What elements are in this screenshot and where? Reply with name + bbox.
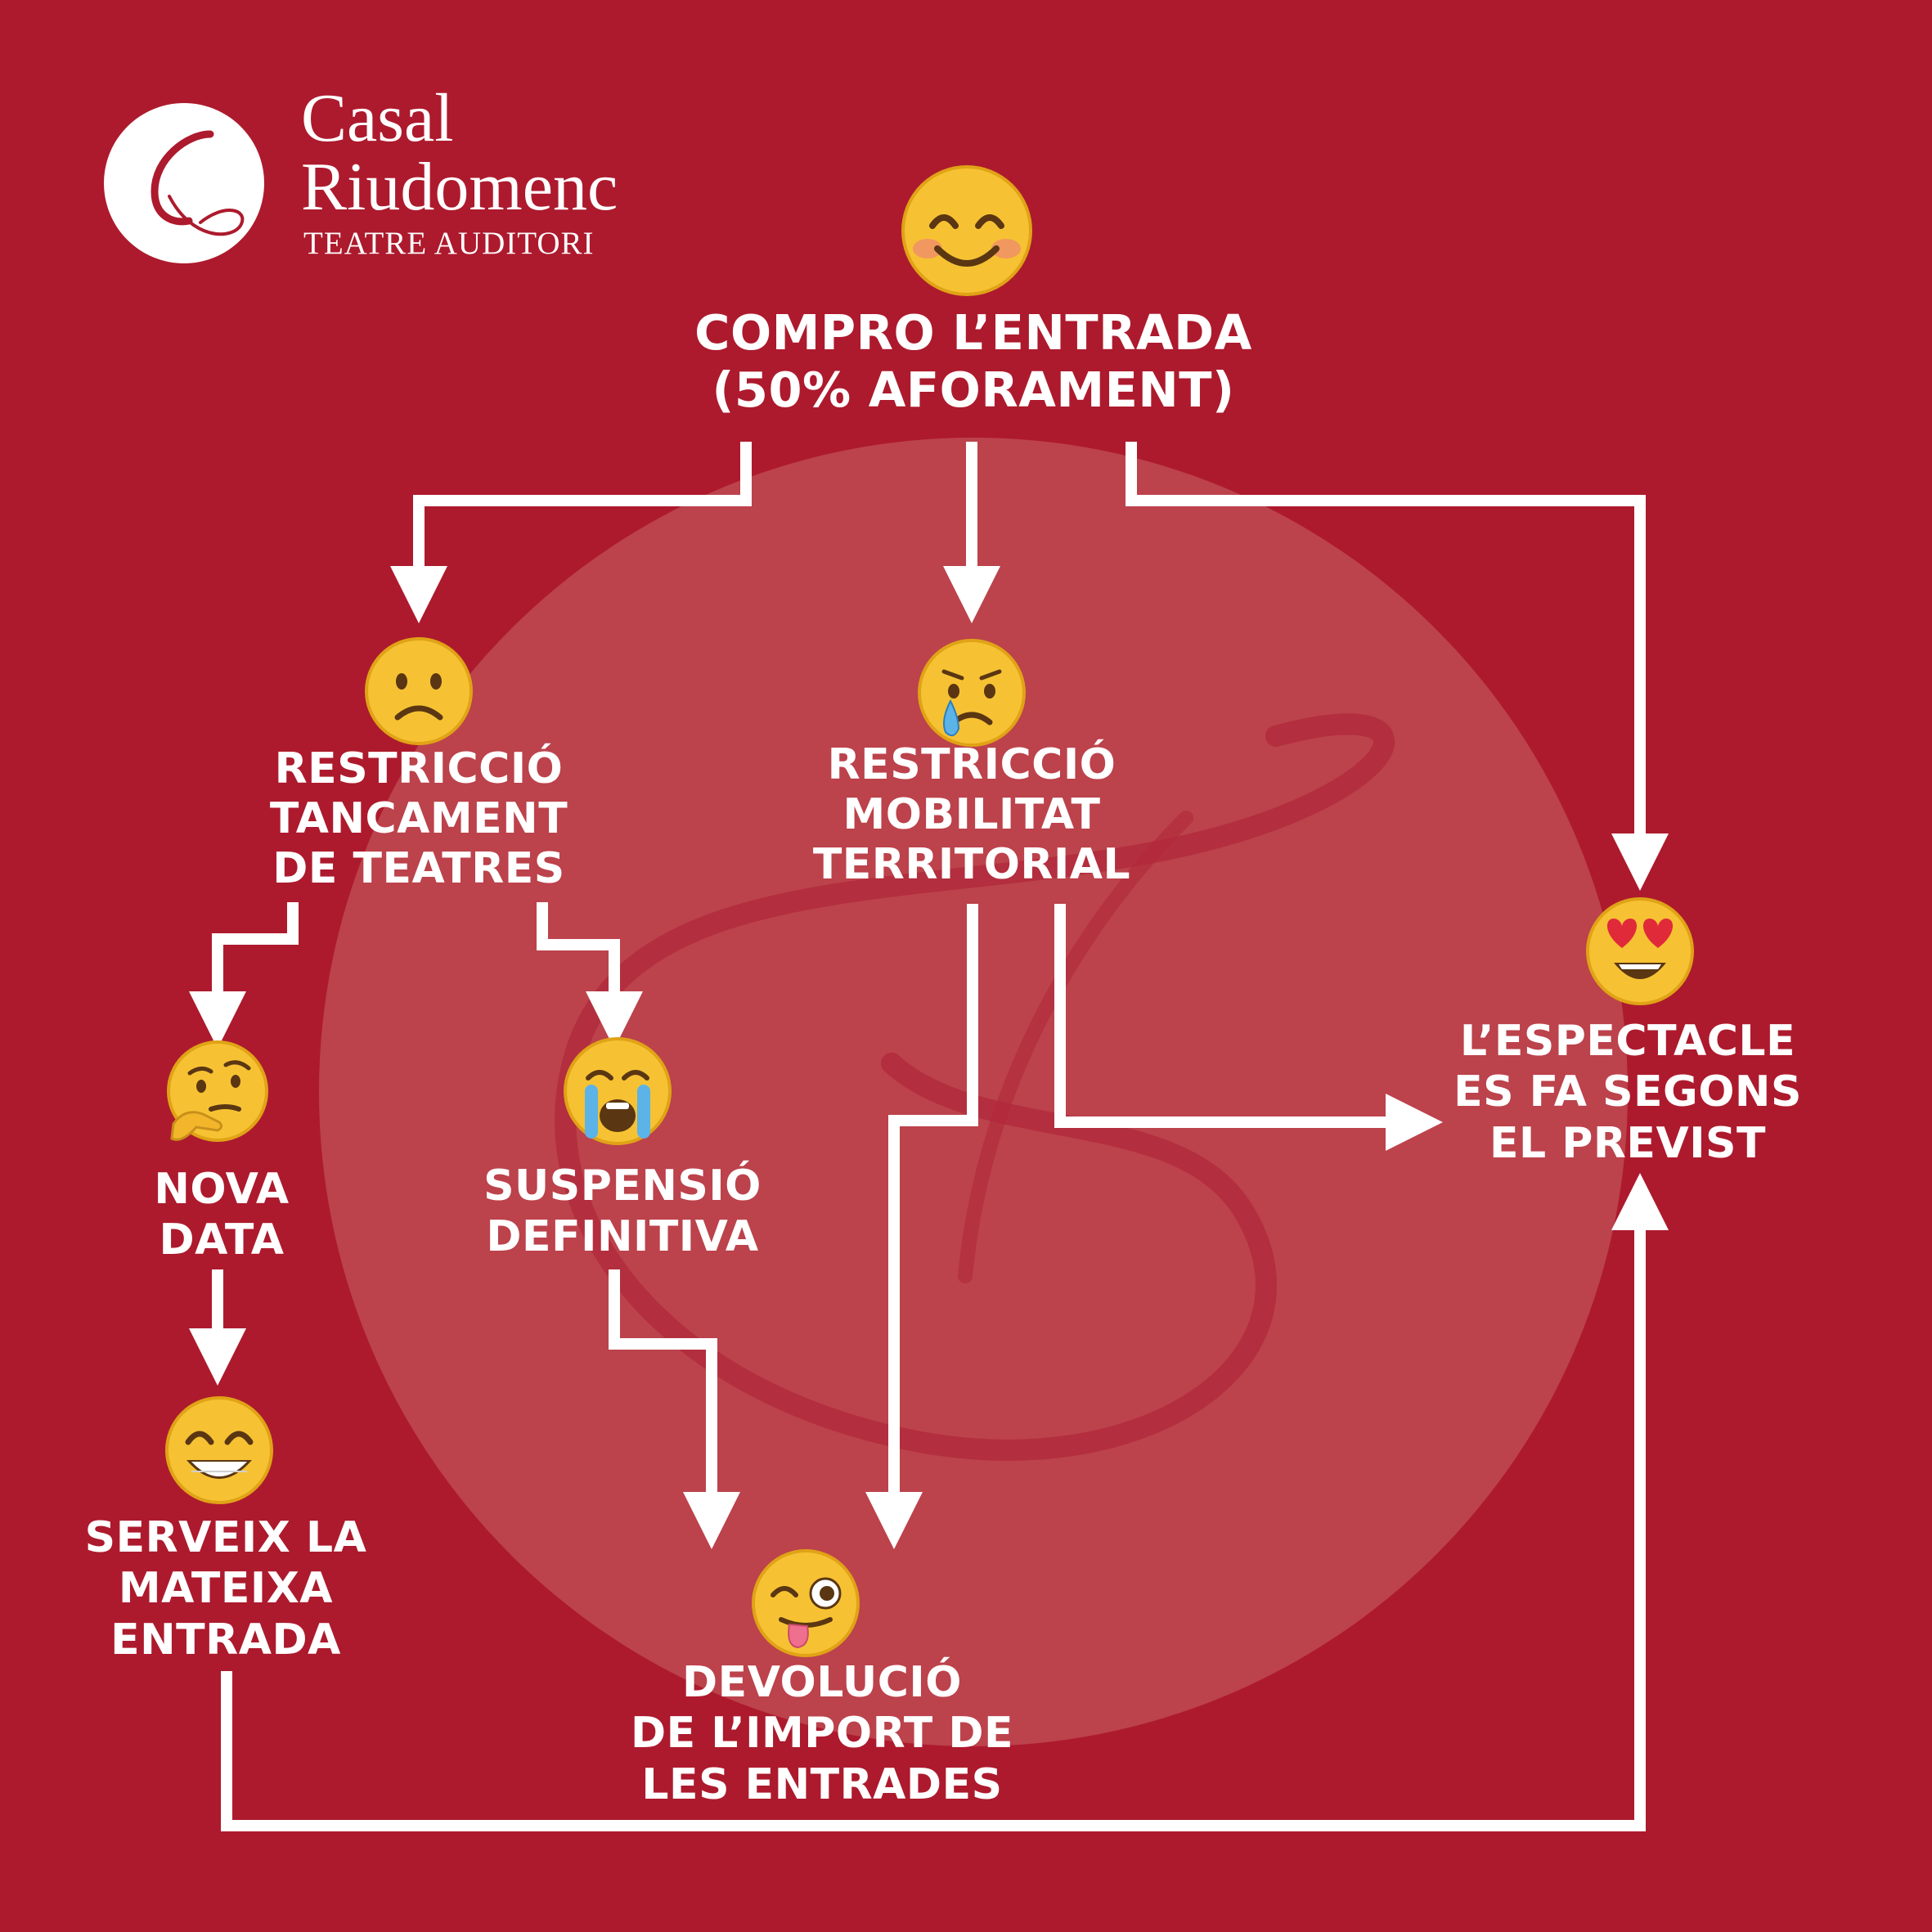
node-same-ticket-line-1: SERVEIX LA [84,1513,367,1562]
node-as-planned-line-2: ES FA SEGONS [1453,1067,1802,1117]
node-closure-line-3: DE TEATRES [272,843,565,893]
node-same-ticket-line-2: MATEIXA [118,1564,334,1614]
node-suspension-line-1: SUSPENSIÓ [483,1161,762,1211]
node-refund-line-1: DEVOLUCIÓ [682,1658,962,1707]
node-start-line-1: COMPRO L’ENTRADA [694,304,1252,361]
grinning-face-icon [165,1396,273,1504]
frowning-face-icon [365,637,473,745]
arrow-same-ticket-to-as-planned [221,1173,1669,1831]
watermark-swash [555,713,1395,1461]
node-start-label: COMPRO L’ENTRADA (50% AFORAMENT) [638,304,1309,418]
node-as-planned-line-1: L’ESPECTACLE [1459,1017,1796,1066]
logo-subtitle: TEATRE AUDITORI [303,226,595,261]
node-closure-line-2: TANCAMENT [269,793,568,843]
node-refund-line-3: LES ENTRADES [641,1759,1003,1809]
node-new-date-label: NOVA DATA [103,1164,340,1266]
node-mobility-label: RESTRICCIÓ MOBILITAT TERRITORIAL [784,740,1160,889]
arrow-closure-to-new-date [189,902,299,1049]
smiling-blushing-face-icon [901,165,1032,296]
node-closure-label: RESTRICCIÓ TANCAMENT DE TEATRES [231,744,607,893]
arrow-start-to-closure [390,442,752,623]
logo-emblem: C [104,103,264,263]
arrow-mobility-to-as-planned [1054,904,1443,1151]
arrow-mobility-to-refund [865,904,978,1549]
node-mobility-line-1: RESTRICCIÓ [827,740,1117,789]
node-refund-line-2: DE L’IMPORT DE [630,1709,1014,1759]
node-mobility-line-2: MOBILITAT [842,789,1101,839]
node-mobility-line-3: TERRITORIAL [812,839,1131,889]
node-same-ticket-label: SERVEIX LA MATEIXA ENTRADA [64,1512,388,1665]
node-closure-line-1: RESTRICCIÓ [274,744,564,793]
loudly-crying-face-icon [564,1037,672,1145]
arrow-closure-to-suspension [537,902,643,1049]
heart-eyes-face-icon [1586,897,1694,1005]
watermark-swash-2 [958,811,1193,1283]
node-refund-label: DEVOLUCIÓ DE L’IMPORT DE LES ENTRADES [605,1657,1039,1810]
winking-tongue-face-icon [752,1549,860,1657]
crying-face-icon [918,639,1026,747]
thinking-face-icon [167,1040,268,1142]
arrow-suspension-to-refund [609,1269,740,1549]
node-as-planned-label: L’ESPECTACLE ES FA SEGONS EL PREVIST [1440,1016,1816,1169]
node-suspension-line-2: DEFINITIVA [486,1212,759,1262]
node-same-ticket-line-3: ENTRADA [110,1615,341,1665]
logo-name-line1: Casal [301,80,454,156]
node-suspension-label: SUSPENSIÓ DEFINITIVA [479,1161,766,1263]
logo-name-line2: Riudomenc [301,149,618,225]
node-new-date-line-2: DATA [159,1215,285,1265]
node-new-date-line-1: NOVA [154,1165,290,1214]
node-start-line-2: (50% AFORAMENT) [712,361,1235,418]
arrows-group [189,442,1669,1831]
node-as-planned-line-3: EL PREVIST [1489,1118,1766,1168]
arrow-start-to-as-planned [1126,442,1669,891]
